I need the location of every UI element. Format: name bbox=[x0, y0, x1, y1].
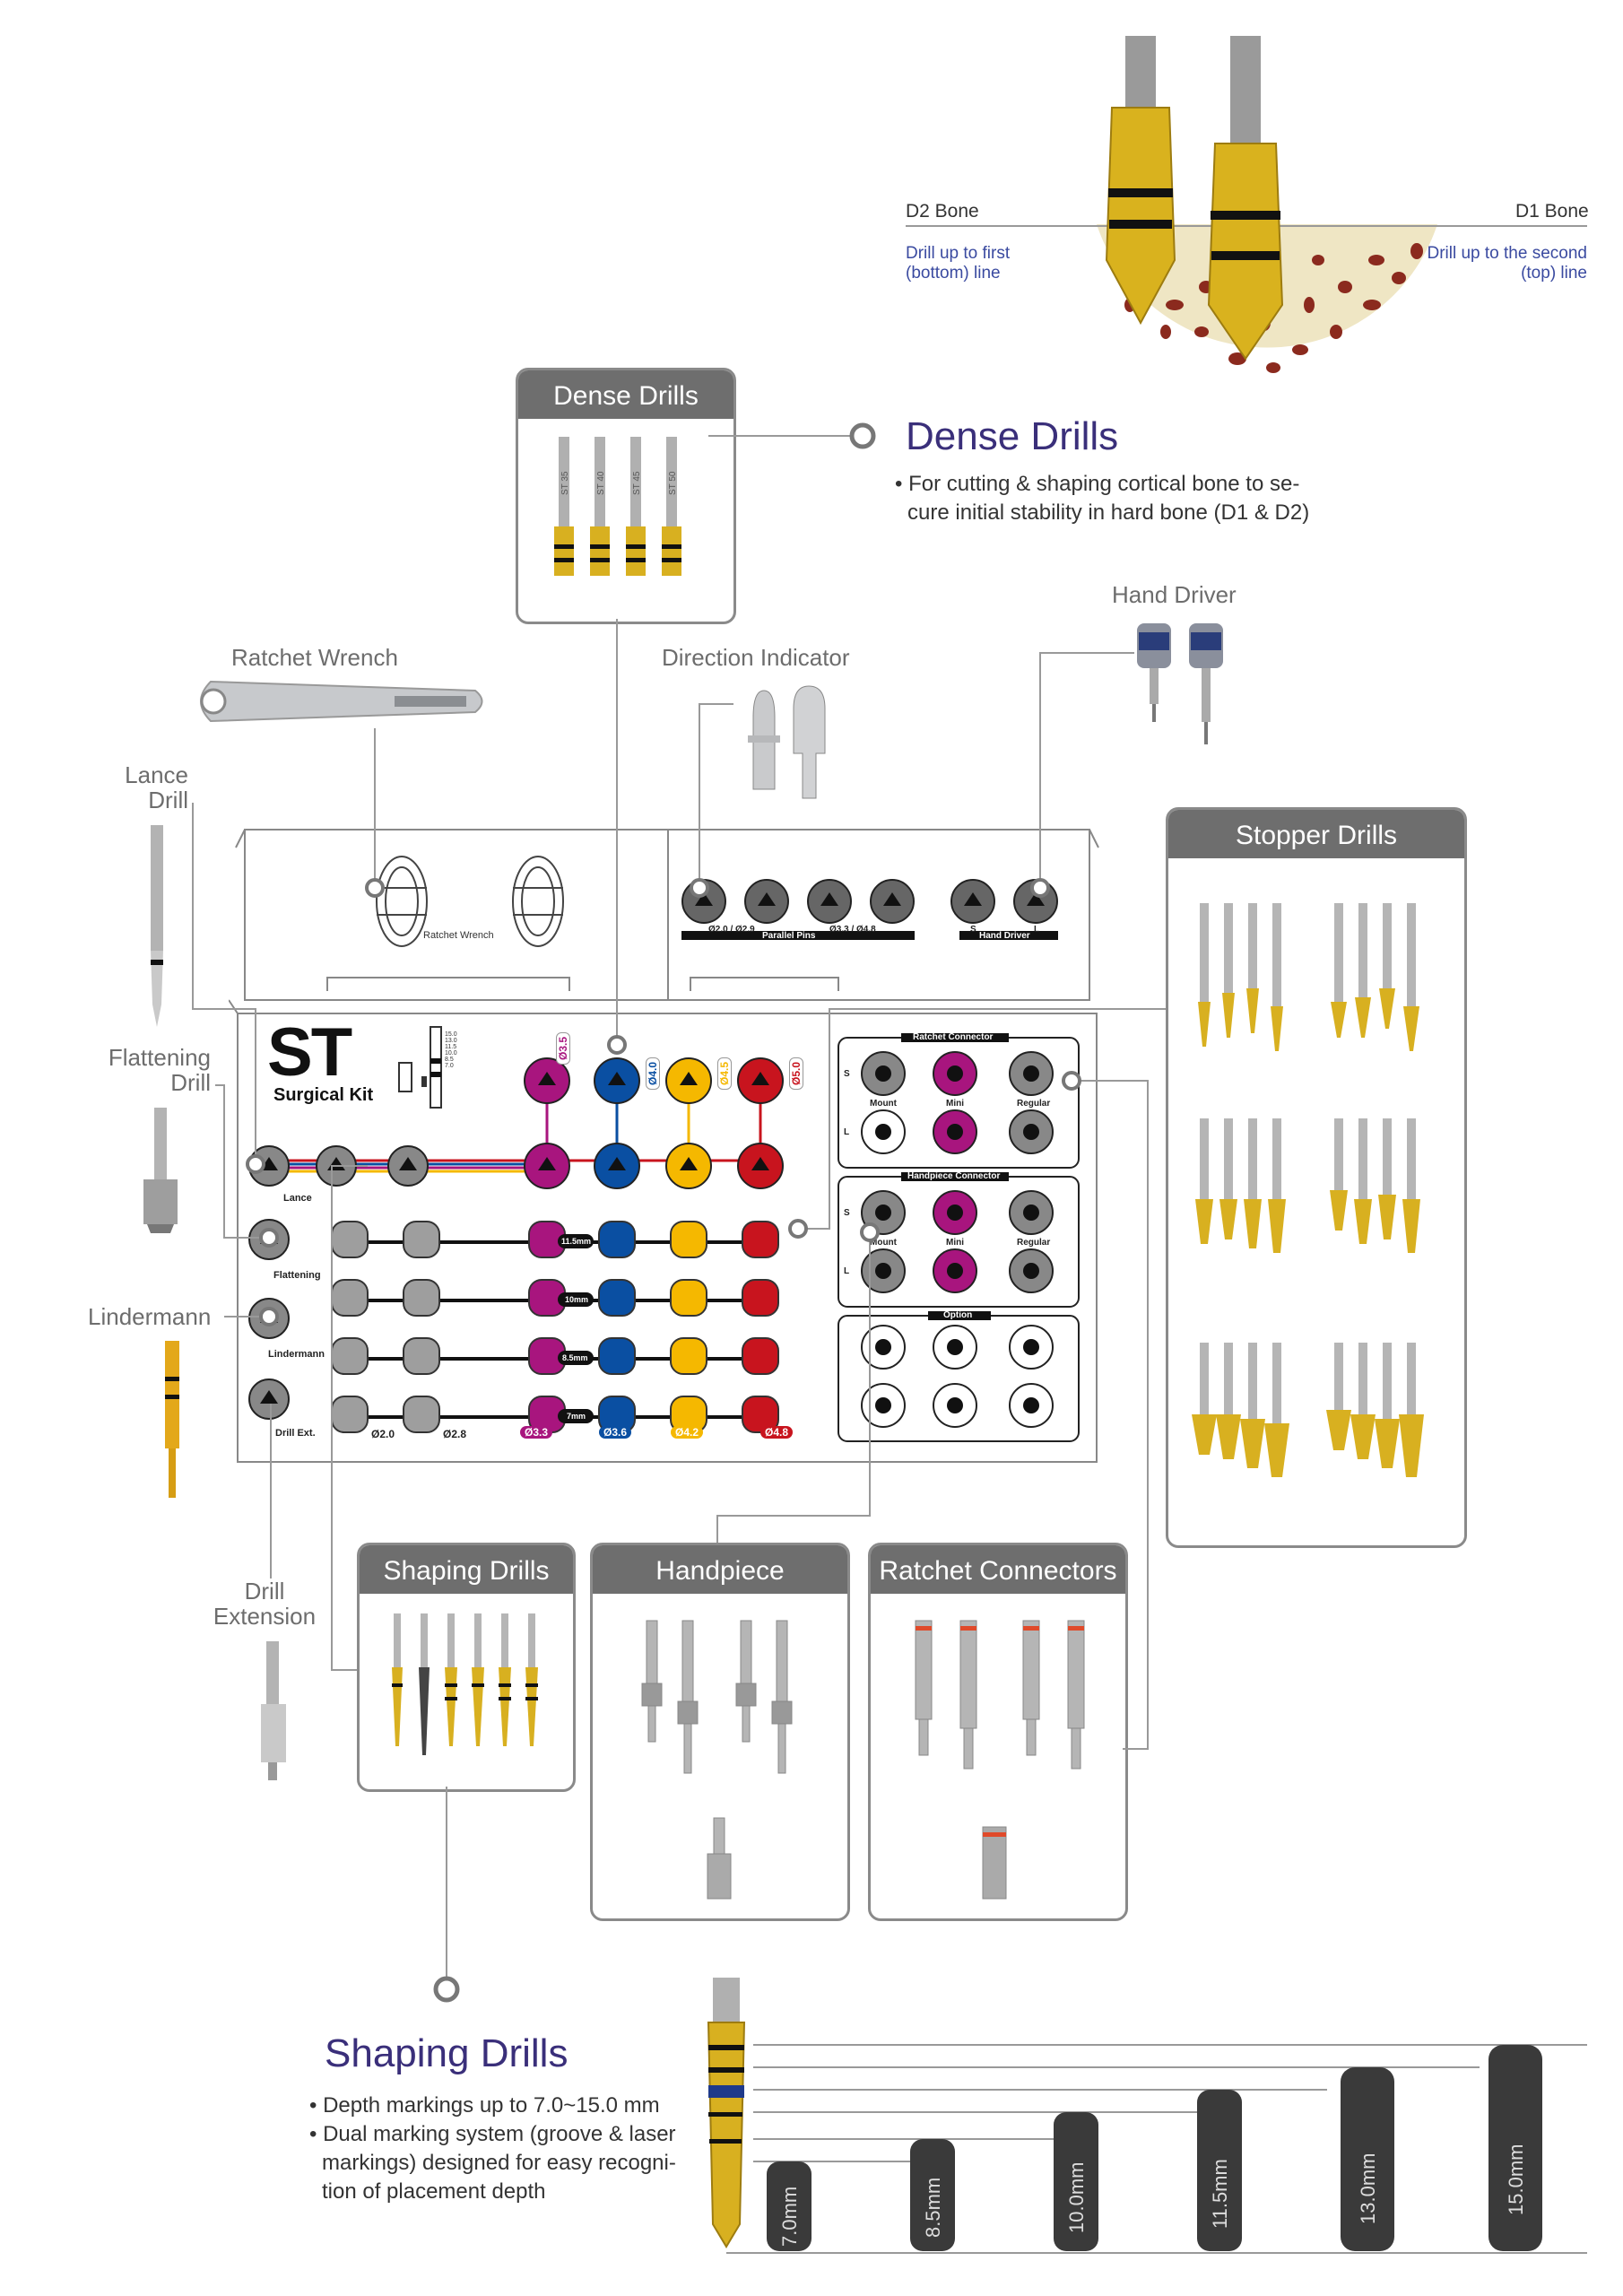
ratchet-wrench-image bbox=[200, 680, 483, 723]
kit-left-label: Flattening bbox=[273, 1270, 321, 1281]
depth-scale-mark: 8.5 bbox=[445, 1057, 454, 1063]
connector-col: Mini bbox=[946, 1099, 964, 1109]
kit-left-label: Drill Ext. bbox=[275, 1428, 316, 1439]
handpiece-connectors-box: Handpiece Connectors bbox=[590, 1543, 850, 1921]
shaping-drills-title: Shaping Drills bbox=[325, 2031, 568, 2075]
implant-length: 13.0mm bbox=[1357, 2153, 1379, 2224]
implant-length: 15.0mm bbox=[1505, 2144, 1527, 2215]
connector-col: Regular bbox=[1017, 1099, 1051, 1109]
parallel-pins-holes bbox=[681, 879, 1058, 940]
stopper-drills-box: Stopper Drills bbox=[1166, 807, 1467, 1548]
tray-ratchet-wrench-label: Ratchet Wrench bbox=[423, 930, 494, 941]
dense-drills-bullets: • For cutting & shaping cortical bone to… bbox=[895, 472, 1310, 525]
length-tag: 8.5mm bbox=[562, 1353, 588, 1362]
length-tag: 11.5mm bbox=[561, 1237, 592, 1246]
connector-col: Regular bbox=[1017, 1238, 1051, 1248]
bottom-size: Ø2.8 bbox=[443, 1428, 467, 1440]
bottom-size: Ø4.8 bbox=[760, 1426, 794, 1439]
kit-subtitle: Surgical Kit bbox=[273, 1085, 374, 1105]
ratchet-wrench-label: Ratchet Wrench bbox=[231, 644, 398, 671]
hand-driver-size-l: L bbox=[1034, 925, 1040, 935]
d2-bone-note: Drill up to first(bottom) line bbox=[906, 244, 1011, 283]
bottom-size: Ø2.0 bbox=[371, 1428, 395, 1440]
bottom-size: Ø4.2 bbox=[671, 1426, 704, 1439]
shaping-drills-box: Shaping Drills bbox=[357, 1543, 576, 1792]
parallel-pins-label: Parallel Pins bbox=[762, 931, 816, 941]
ratchet-connectors-image bbox=[915, 1620, 1085, 1900]
tray-hand-driver-label: Hand Driver bbox=[979, 931, 1030, 941]
connector-col: Mount bbox=[870, 1099, 897, 1109]
depth-scale-mark: 7.0 bbox=[445, 1063, 454, 1069]
bone-illustration bbox=[906, 36, 1587, 373]
dense-drill-code: ST 45 bbox=[632, 471, 642, 495]
direction-indicator-image bbox=[748, 685, 826, 799]
connector-row: L bbox=[844, 1127, 850, 1137]
depth-scale-mark: 15.0 bbox=[445, 1031, 457, 1038]
dense-drills-box: Dense Drills ST 35 ST 40 ST 45 ST 50 bbox=[516, 368, 736, 624]
flattening-drill-image bbox=[143, 1108, 178, 1233]
connector-col: Mini bbox=[946, 1238, 964, 1248]
connector-col: Mount bbox=[870, 1238, 897, 1248]
lindermann-label: Lindermann bbox=[88, 1303, 212, 1330]
connector-row: S bbox=[844, 1069, 850, 1079]
shaping-drills-bullets: • Depth markings up to 7.0~15.0 mm • Dua… bbox=[309, 2093, 676, 2204]
dense-drills-image: ST 35 ST 40 ST 45 ST 50 bbox=[554, 437, 681, 576]
d1-bone-note: Drill up to the second(top) line bbox=[1427, 244, 1588, 283]
handpiece-connector-title: Handpiece Connector bbox=[907, 1171, 1001, 1181]
ratchet-connectors-box-title: Ratchet Connectors bbox=[871, 1545, 1125, 1594]
implant-length: 10.0mm bbox=[1065, 2162, 1088, 2233]
dense-drills-title: Dense Drills bbox=[906, 414, 1119, 458]
d2-bone-label: D2 Bone bbox=[906, 201, 979, 222]
dense-drill-code: ST 50 bbox=[668, 471, 678, 495]
drill-extension-image bbox=[261, 1641, 286, 1780]
ratchet-connector-title: Ratchet Connector bbox=[913, 1032, 994, 1042]
parallel-pins-size-2: Ø3.3 / Ø4.8 bbox=[829, 925, 876, 935]
depth-gauge-icon: 15.0 13.0 11.5 10.0 8.5 7.0 bbox=[398, 1026, 457, 1109]
hand-driver-label: Hand Driver bbox=[1112, 581, 1237, 608]
depth-scale-mark: 13.0 bbox=[445, 1038, 457, 1044]
kit-left-label: Lance bbox=[283, 1193, 312, 1204]
stopper-drills-title: Stopper Drills bbox=[1168, 810, 1464, 858]
connector-panels bbox=[838, 1033, 1080, 1442]
length-tag: 10mm bbox=[565, 1295, 589, 1304]
handpiece-connectors-box-title: Handpiece Connectors bbox=[593, 1545, 847, 1638]
connector-row: L bbox=[844, 1266, 850, 1276]
implant-length: 7.0mm bbox=[778, 2187, 801, 2247]
shaping-drills-image bbox=[392, 1613, 538, 1755]
dense-drill-code: ST 35 bbox=[560, 471, 570, 495]
depth-scale-mark: 10.0 bbox=[445, 1050, 457, 1057]
connector-row: S bbox=[844, 1208, 850, 1218]
hand-driver-image bbox=[1137, 623, 1223, 744]
implant-length: 11.5mm bbox=[1209, 2159, 1231, 2229]
lance-drill-image bbox=[151, 825, 163, 1027]
implant-length: 8.5mm bbox=[922, 2178, 944, 2238]
kit-brand: ST bbox=[267, 1014, 352, 1091]
length-tag: 7mm bbox=[567, 1412, 586, 1421]
option-title: Option bbox=[943, 1310, 973, 1320]
ratchet-connectors-box: Ratchet Connectors bbox=[868, 1543, 1128, 1921]
hand-driver-size-s: S bbox=[970, 925, 976, 935]
handpiece-connectors-image bbox=[641, 1620, 793, 1900]
lindermann-image bbox=[165, 1341, 179, 1498]
stopper-drills-image bbox=[1192, 903, 1424, 1477]
parallel-pins-size-1: Ø2.0 / Ø2.9 bbox=[708, 925, 755, 935]
implant-depth-diagram: 7.0mm 8.5mm 10.0mm 11.5mm 13.0mm 15.0mm bbox=[707, 1978, 1587, 2254]
depth-scale-mark: 11.5 bbox=[445, 1044, 456, 1050]
bottom-size: Ø3.6 bbox=[599, 1426, 632, 1439]
direction-indicator-label: Direction Indicator bbox=[662, 644, 850, 671]
bottom-size: Ø3.3 bbox=[520, 1426, 553, 1439]
d1-bone-label: D1 Bone bbox=[1515, 201, 1589, 222]
kit-left-label: Lindermann bbox=[268, 1349, 325, 1360]
shaping-drills-box-title: Shaping Drills bbox=[360, 1545, 573, 1594]
dense-drills-box-title: Dense Drills bbox=[518, 370, 733, 419]
dense-drill-code: ST 40 bbox=[596, 471, 606, 495]
